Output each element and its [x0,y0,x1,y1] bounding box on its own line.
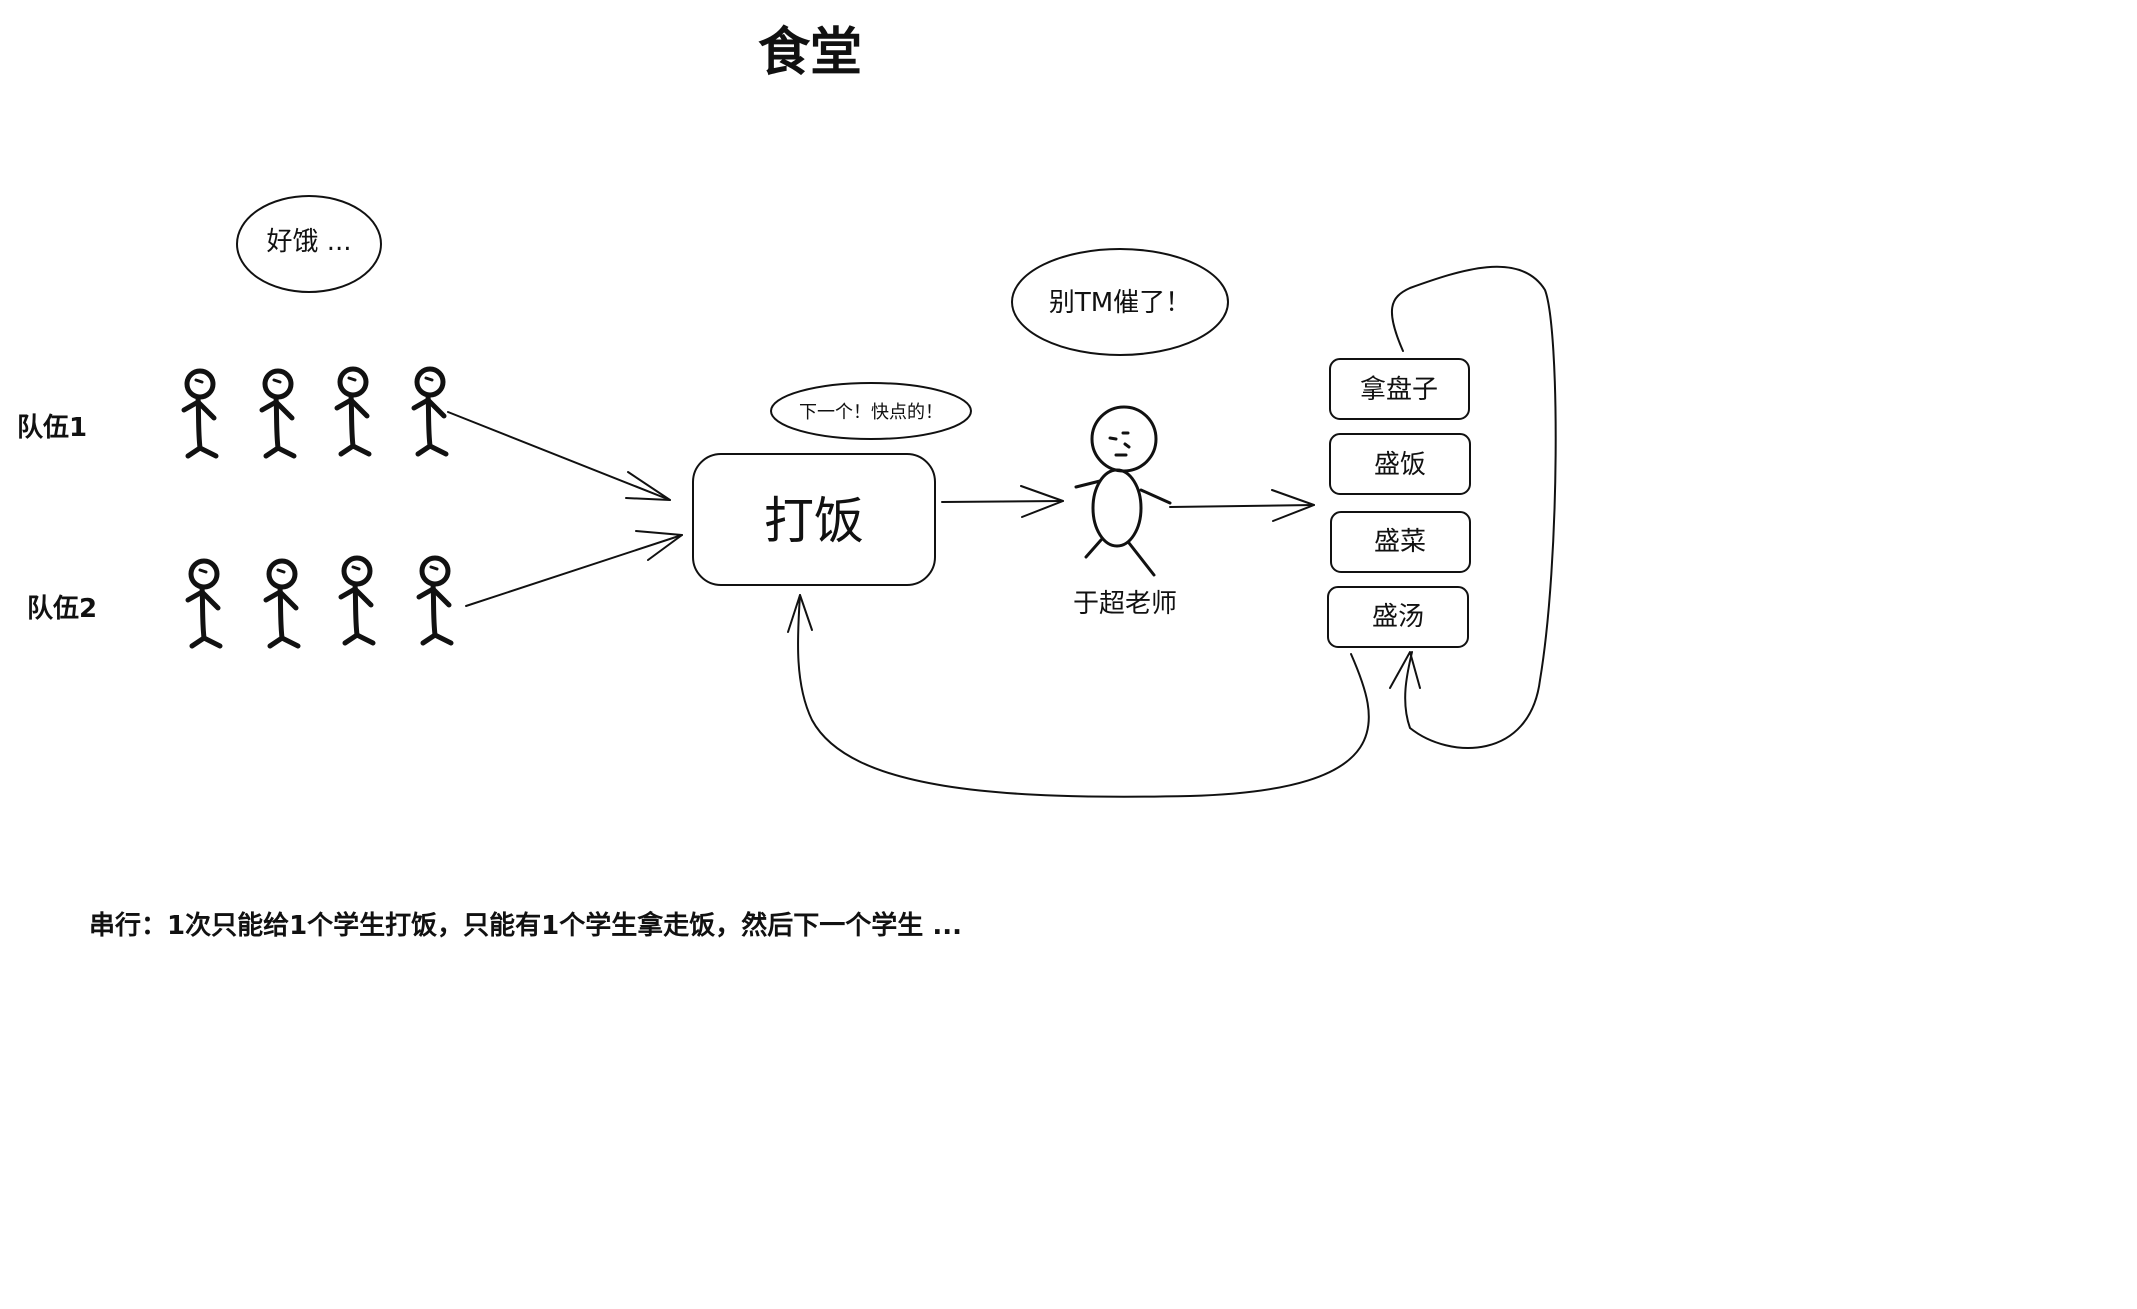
queue-2-people [188,558,451,646]
teacher-bubble [1011,248,1229,356]
step-box [1329,358,1470,420]
step-box [1329,433,1471,495]
footer-caption: 串行：1次只能给1个学生打饭，只能有1个学生拿走饭，然后下一个学生 ... [89,910,962,941]
student-figure [419,558,451,643]
serve-to-teacher-arrow [941,485,1064,518]
hungry-bubble-text: 好饿 ... [266,227,351,257]
queue-2-label: 队伍2 [27,594,97,624]
student-figure [262,371,294,456]
step-label: 盛菜 [1374,527,1426,557]
serve-box [692,453,936,586]
repeat-loop-arrow [1389,265,1557,749]
student-figure [184,371,216,456]
return-loop-arrow [787,594,1370,798]
step-box [1327,586,1469,648]
queue-1-people [184,369,446,456]
student-figure [337,369,369,454]
student-figure [414,369,446,454]
step-label: 拿盘子 [1360,375,1438,405]
student-figure [266,561,298,646]
serve-box-label: 打饭 [764,492,864,550]
student-figure [188,561,220,646]
teacher-bubble-text: 别TM催了！ [1049,288,1191,318]
diagram-title: 食堂 [758,23,862,83]
student-figure [341,558,373,643]
teacher-name: 于超老师 [1073,589,1177,619]
hurry-bubble-text: 下一个！快点的！ [799,402,943,423]
canteen-diagram: 食堂 好饿 ... 队伍1 队伍2 下一个！快点的！ 打饭 别TM催了！ [17,23,1557,941]
queue-1-arrow [447,411,671,501]
queue-2-arrow [465,530,683,607]
step-box [1330,511,1471,573]
hungry-bubble [236,195,382,293]
teacher-to-steps-arrow [1169,489,1315,522]
hurry-bubble [770,382,972,440]
step-list: 拿盘子 盛饭 盛菜 盛汤 [1327,358,1471,648]
teacher-figure [1074,405,1172,577]
step-label: 盛饭 [1374,450,1426,480]
step-label: 盛汤 [1372,602,1424,632]
queue-1-label: 队伍1 [17,413,87,443]
